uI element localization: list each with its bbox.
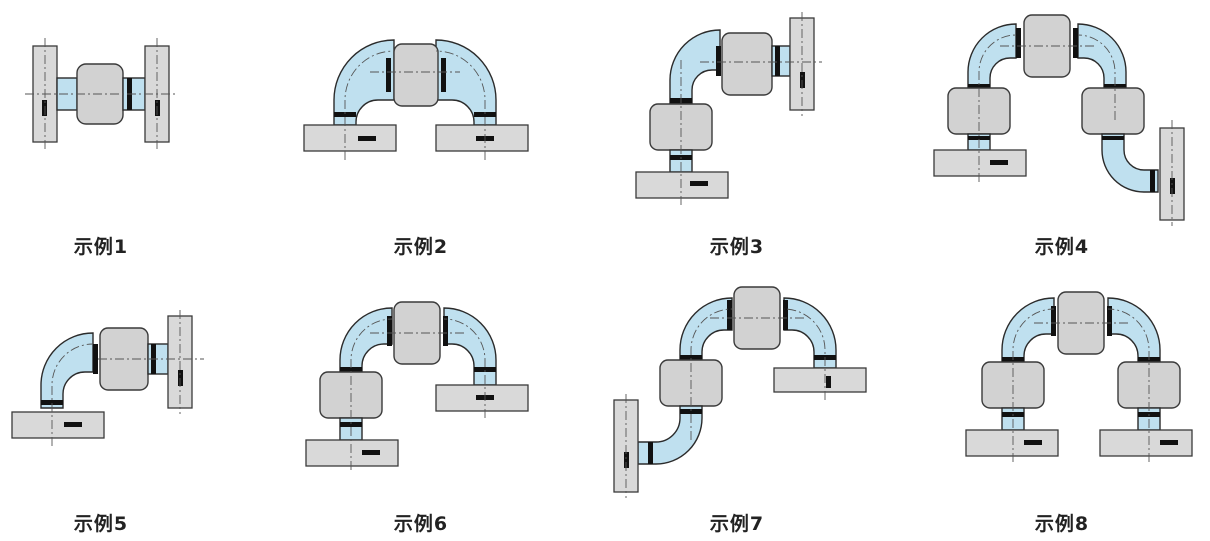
elbow-pipe xyxy=(1101,133,1159,193)
elbow-pipe xyxy=(1107,297,1161,363)
seal-ring xyxy=(1016,28,1021,58)
seal-ring xyxy=(775,46,780,76)
seal-ring xyxy=(334,112,356,117)
example-2-caption: 示例2 xyxy=(393,236,449,258)
seal-ring xyxy=(1073,28,1078,58)
seal-ring xyxy=(474,112,496,117)
example-1-caption: 示例1 xyxy=(73,236,129,258)
bolt xyxy=(358,136,376,141)
elbow-pipe xyxy=(1077,23,1127,89)
example-1-diagram xyxy=(25,38,178,150)
bolt xyxy=(624,452,629,468)
example-7-caption: 示例7 xyxy=(709,513,765,535)
seal-ring xyxy=(783,300,788,330)
flange xyxy=(305,439,399,467)
seal-ring xyxy=(1051,306,1056,336)
example-5-caption: 示例5 xyxy=(73,513,129,535)
joint-body xyxy=(649,103,713,151)
joint-body xyxy=(393,43,439,107)
seal-ring xyxy=(716,46,721,76)
joint-body xyxy=(721,32,773,96)
elbow-pipe xyxy=(339,307,393,373)
seal-ring xyxy=(386,58,391,92)
elbow-pipe xyxy=(443,307,497,386)
flange xyxy=(773,367,867,393)
seal-ring xyxy=(680,355,702,360)
flange xyxy=(11,411,105,439)
elbow-pipe xyxy=(40,332,94,409)
seal-ring xyxy=(1107,306,1112,336)
flange xyxy=(1099,429,1193,457)
elbow-pipe xyxy=(783,297,837,369)
seal-ring xyxy=(340,422,362,427)
example-8-caption: 示例8 xyxy=(1034,513,1090,535)
bolt xyxy=(800,72,805,88)
seal-ring xyxy=(441,58,446,92)
seal-ring xyxy=(968,84,990,88)
seal-ring xyxy=(387,316,392,346)
bolt xyxy=(362,450,380,455)
bolt xyxy=(155,100,160,116)
seal-ring xyxy=(443,316,448,346)
elbow-pipe xyxy=(1001,297,1055,363)
bolt xyxy=(42,100,47,116)
seal-ring xyxy=(1102,136,1124,140)
seal-ring xyxy=(93,344,98,374)
bolt xyxy=(690,181,708,186)
bolt xyxy=(64,422,82,427)
elbow-pipe xyxy=(669,29,721,104)
bolt xyxy=(1160,440,1178,445)
flange xyxy=(933,149,1027,177)
example-6-diagram xyxy=(305,301,529,470)
bolt xyxy=(178,370,183,386)
bolt xyxy=(826,376,831,388)
elbow-pipe xyxy=(435,39,497,126)
seal-ring xyxy=(648,442,653,464)
example-2-diagram xyxy=(303,39,529,160)
bolt xyxy=(1170,178,1175,194)
seal-ring xyxy=(340,367,362,372)
example-4-caption: 示例4 xyxy=(1034,236,1090,258)
pipe xyxy=(771,45,791,77)
seal-ring xyxy=(41,400,63,405)
seal-ring xyxy=(727,300,732,330)
elbow-pipe xyxy=(679,297,733,361)
elbow-pipe xyxy=(967,23,1017,89)
joint-body xyxy=(1081,87,1145,135)
elbow-pipe xyxy=(637,405,703,465)
example-4-diagram xyxy=(933,14,1185,226)
flange xyxy=(965,429,1059,457)
example-3-caption: 示例3 xyxy=(709,236,765,258)
seal-ring xyxy=(680,409,702,414)
example-6-caption: 示例6 xyxy=(393,513,449,535)
seal-ring xyxy=(1150,170,1155,192)
elbow-pipe xyxy=(333,39,395,126)
example-7-diagram xyxy=(613,286,867,498)
flange xyxy=(435,124,529,152)
example-3-diagram xyxy=(635,12,822,205)
flange xyxy=(303,124,397,152)
flange xyxy=(635,171,729,199)
bolt xyxy=(1024,440,1042,445)
example-8-diagram xyxy=(965,291,1193,462)
bolt xyxy=(990,160,1008,165)
seal-ring xyxy=(474,367,496,372)
seal-ring xyxy=(968,136,990,140)
example-5-diagram xyxy=(11,310,204,446)
